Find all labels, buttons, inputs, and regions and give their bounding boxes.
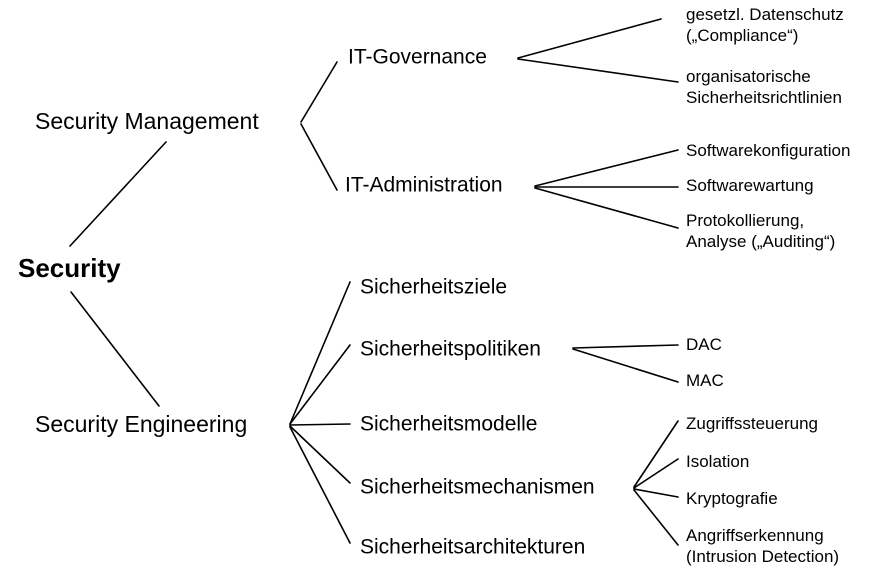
node-root-security: Security [18, 253, 121, 283]
node-level2-sicherheitsmodelle: Sicherheitsmodelle [360, 413, 537, 436]
connector-it-governance-to-organisatorische-sicherheitsrichtlinien [517, 58, 679, 83]
connector-it-administration-to-softwarekonfiguration [534, 149, 679, 187]
connector-security-to-security-management [69, 141, 167, 247]
connector-it-administration-to-protokollierung-analyse [534, 187, 679, 229]
node-leaf-angriffserkennung-line-1: Angriffserkennung [686, 526, 824, 545]
node-leaf-softwarewartung-line-1: Softwarewartung [686, 176, 814, 195]
node-level2-it-administration: IT-Administration [345, 174, 503, 197]
connector-sicherheitspolitiken-to-mac [572, 348, 679, 383]
connector-security-to-security-engineering [70, 291, 160, 407]
node-level1-security-engineering: Security Engineering [35, 411, 247, 437]
node-leaf-isolation-line-1: Isolation [686, 452, 749, 471]
connector-security-engineering-to-sicherheitspolitiken [289, 344, 351, 425]
node-leaf-zugriffssteuerung-line-1: Zugriffssteuerung [686, 414, 818, 433]
node-leaf-protokollierung-line-1: Protokollierung, [686, 211, 804, 230]
node-leaf-gesetzl-datenschutz: gesetzl. Datenschutz („Compliance“) [686, 5, 844, 45]
node-leaf-zugriffssteuerung: Zugriffssteuerung [686, 414, 818, 433]
connector-sicherheitspolitiken-to-dac [572, 344, 679, 349]
node-leaf-organisatorische-line-2: Sicherheitsrichtlinien [686, 88, 842, 107]
node-level2-it-governance: IT-Governance [348, 46, 487, 69]
node-level1-security-management: Security Management [35, 108, 259, 134]
node-leaf-mac: MAC [686, 371, 724, 390]
node-leaf-softwarewartung: Softwarewartung [686, 176, 814, 195]
connector-security-engineering-to-sicherheitsmodelle [289, 423, 351, 426]
connector-sicherheitsmechanismen-to-kryptografie [633, 488, 679, 498]
node-leaf-softwarekonfiguration-line-1: Softwarekonfiguration [686, 141, 850, 160]
node-leaf-protokollierung: Protokollierung, Analyse („Auditing“) [686, 211, 835, 251]
node-leaf-kryptografie: Kryptografie [686, 489, 778, 508]
connector-security-management-to-it-governance [300, 61, 338, 123]
connector-security-management-to-it-administration [300, 123, 338, 191]
node-leaf-protokollierung-line-2: Analyse („Auditing“) [686, 232, 835, 251]
node-level2-sicherheitspolitiken: Sicherheitspolitiken [360, 338, 541, 361]
node-leaf-gesetzl-datenschutz-line-2: („Compliance“) [686, 26, 798, 45]
node-leaf-gesetzl-datenschutz-line-1: gesetzl. Datenschutz [686, 5, 844, 24]
node-level2-sicherheitsmechanismen: Sicherheitsmechanismen [360, 476, 595, 499]
connector-security-engineering-to-sicherheitsarchitekturen [289, 426, 351, 544]
node-leaf-angriffserkennung-line-2: (Intrusion Detection) [686, 547, 839, 566]
connector-sicherheitsmechanismen-to-isolation [633, 458, 679, 489]
node-leaf-mac-line-1: MAC [686, 371, 724, 390]
connector-security-engineering-to-sicherheitsmechanismen [289, 425, 351, 484]
connector-sicherheitsmechanismen-to-zugriffssteuerung [633, 420, 679, 488]
node-level2-sicherheitsziele: Sicherheitsziele [360, 276, 507, 299]
node-level2-sicherheitsarchitekturen: Sicherheitsarchitekturen [360, 536, 585, 559]
connector-security-engineering-to-sicherheitsziele [289, 281, 351, 425]
connector-it-governance-to-gesetzl-datenschutz [517, 18, 662, 59]
node-leaf-isolation: Isolation [686, 452, 749, 471]
node-leaf-dac: DAC [686, 335, 722, 354]
connector-sicherheitsmechanismen-to-angriffserkennung [633, 489, 679, 546]
node-leaf-organisatorische-line-1: organisatorische [686, 67, 811, 86]
node-leaf-angriffserkennung: Angriffserkennung (Intrusion Detection) [686, 526, 839, 566]
node-leaf-dac-line-1: DAC [686, 335, 722, 354]
node-leaf-softwarekonfiguration: Softwarekonfiguration [686, 141, 850, 160]
node-leaf-kryptografie-line-1: Kryptografie [686, 489, 778, 508]
edge-layer [69, 18, 679, 546]
